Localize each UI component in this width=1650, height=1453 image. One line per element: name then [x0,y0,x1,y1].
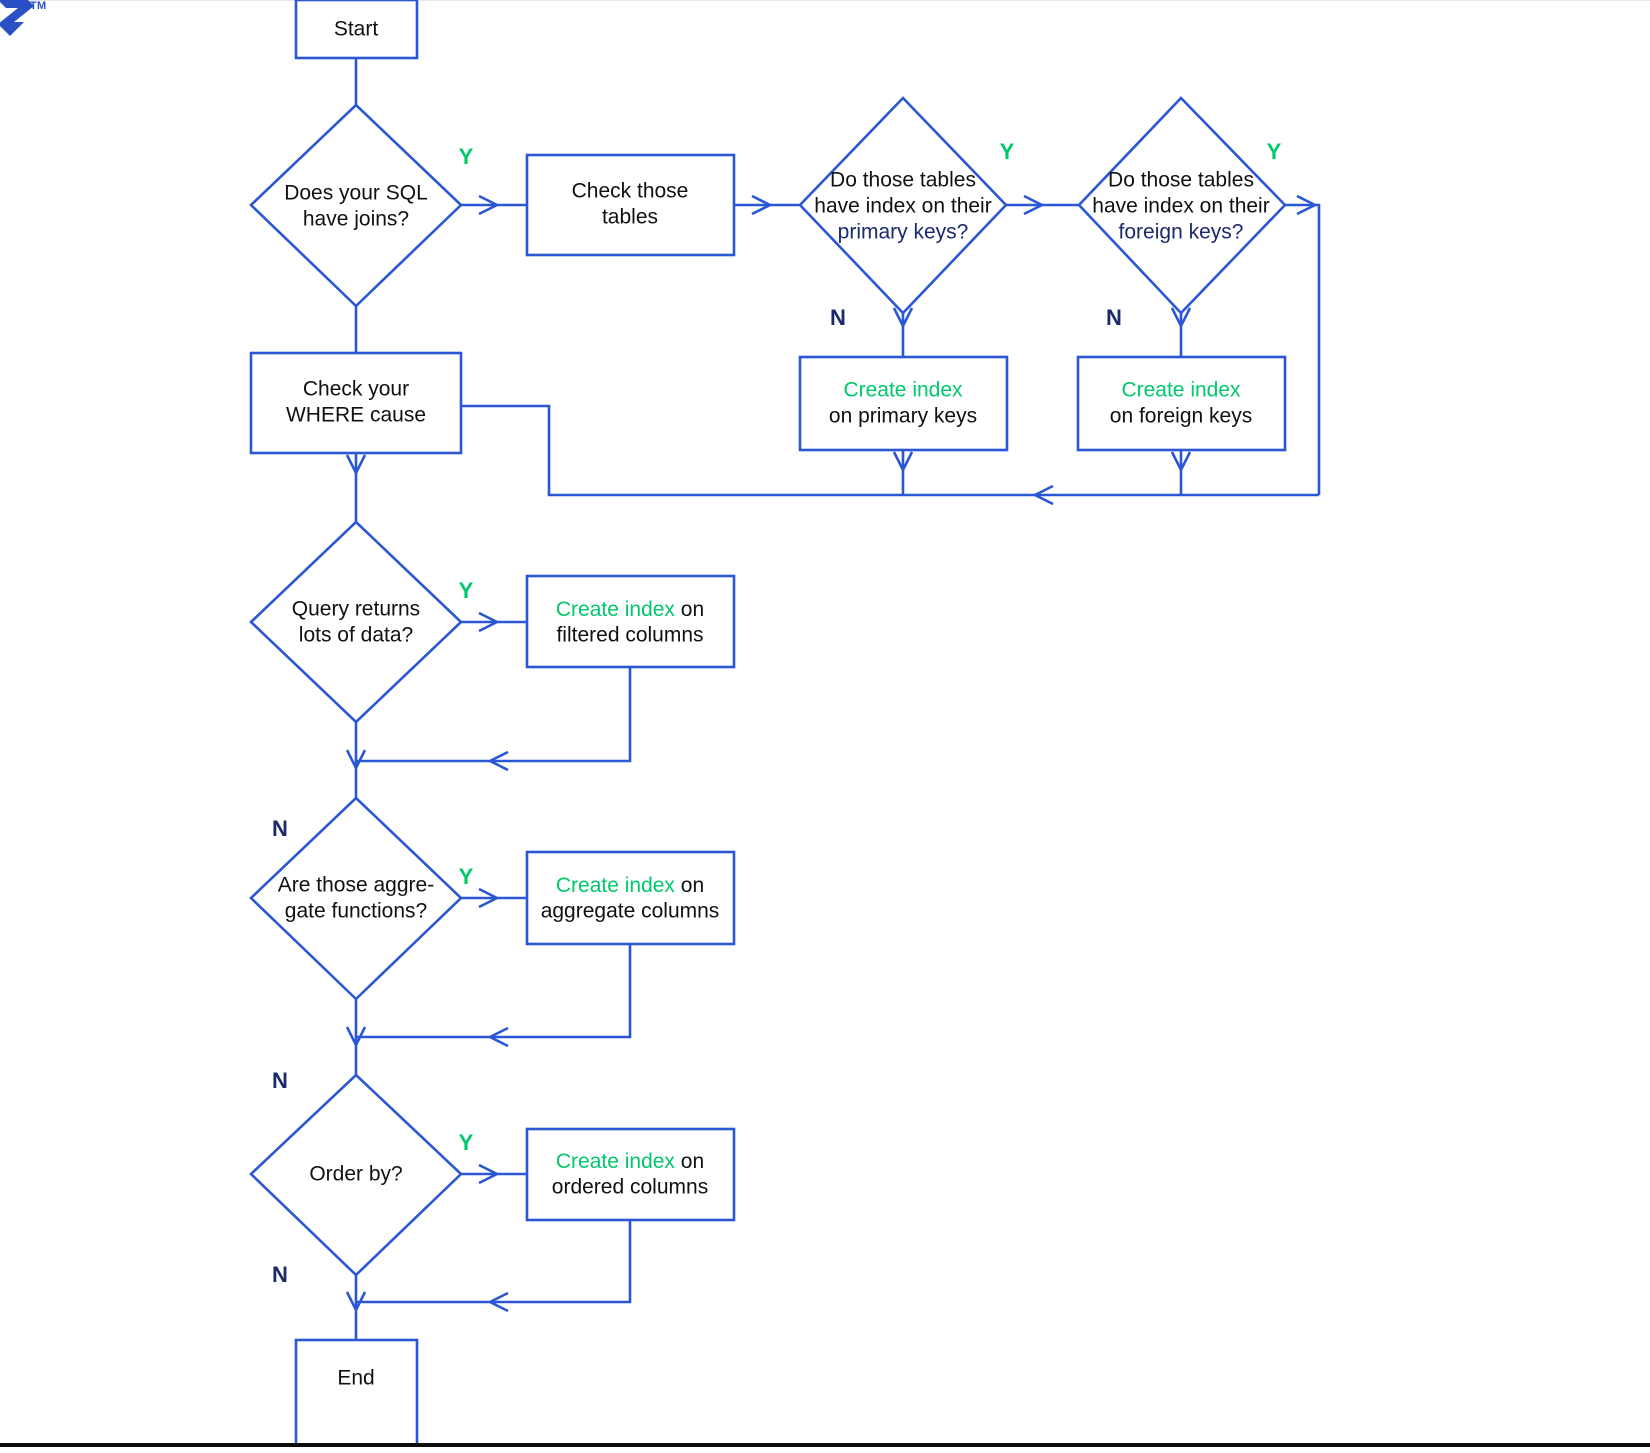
node-pk-line3: primary keys? [838,221,969,244]
node-fk-line3: foreign keys? [1119,221,1244,244]
edge-label-yes-lots-of-data: Y [459,578,474,603]
top-divider [0,0,1650,1]
edge-label-no-aggregate: N [272,1068,288,1093]
edge-create-filtered-to-spine [356,667,632,772]
edge-order-by-to-end [345,1275,367,1340]
edge-label-no-primary-keys: N [830,305,846,330]
node-aggregate-col-line1b: on [675,874,704,897]
node-create-fk-line2: on foreign keys [1110,405,1252,428]
svg-text:Create index on: Create index on [556,598,704,621]
node-filtered-line2: filtered columns [556,624,703,647]
node-pk-line1: Do those tables [830,169,976,192]
edge-create-ordered-to-spine [356,1220,632,1313]
node-query-returns-lots-of-data[interactable]: Query returns lots of data? [249,520,463,724]
node-create-index-primary-keys[interactable]: Create index on primary keys [798,355,1009,452]
node-aggregate-col-line2: aggregate columns [541,900,720,923]
edge-check-where-to-lots-of-data [345,453,367,522]
node-create-pk-line1: Create index [843,379,963,402]
node-ordered-line2: ordered columns [552,1176,708,1199]
trademark-symbol: TM [30,0,47,12]
node-start-label: Start [334,18,379,41]
node-check-where-clause[interactable]: Check your WHERE cause [249,351,463,455]
edge-label-no-order-by: N [272,1262,288,1287]
edge-create-pk-to-merge [892,450,914,495]
svg-text:Create index on: Create index on [556,874,704,897]
node-pk-line2: have index on their [814,195,991,218]
edge-create-fk-to-merge [1170,450,1192,495]
node-check-tables-line1: Check those [572,180,689,203]
node-order-by-line1: Order by? [309,1163,402,1186]
node-check-tables[interactable]: Check those tables [525,153,736,257]
node-check-where-line2: WHERE cause [286,404,426,427]
edge-pk-to-fk [1006,194,1079,216]
edge-label-yes-aggregate: Y [459,864,474,889]
node-check-where-line1: Check your [303,378,409,401]
edge-order-by-to-create-ordered [461,1163,527,1185]
edge-label-yes-foreign-keys: Y [1267,139,1282,164]
node-end-label: End [337,1367,374,1390]
edge-label-no-foreign-keys: N [1106,305,1122,330]
node-create-pk-line2: on primary keys [829,405,977,428]
node-order-by[interactable]: Order by? [249,1073,463,1277]
node-create-index-ordered-columns[interactable]: Create index on ordered columns [525,1127,736,1222]
node-ordered-line1a: Create index [556,1150,676,1173]
node-fk-line2: have index on their [1092,195,1269,218]
node-check-tables-line2: tables [602,206,658,229]
edge-label-yes-has-joins: Y [459,144,474,169]
bottom-divider [0,1443,1650,1447]
node-has-primary-key-index[interactable]: Do those tables have index on their prim… [798,96,1008,315]
node-aggregate-line2: gate functions? [285,900,427,923]
edge-aggregate-to-create-aggregate [461,887,527,909]
edge-lots-of-data-to-aggregate [345,722,367,798]
edge-aggregate-to-order-by [345,999,367,1075]
edge-label-no-lots-of-data: N [272,816,288,841]
node-filtered-line1a: Create index [556,598,676,621]
node-filtered-line1b: on [675,598,704,621]
edge-lots-of-data-to-create-filtered [461,611,527,633]
svg-text:Create index on: Create index on [556,1150,704,1173]
edge-label-yes-primary-keys: Y [1000,139,1015,164]
node-has-joins-line1: Does your SQL [284,182,428,205]
node-create-index-filtered-columns[interactable]: Create index on filtered columns [525,574,736,669]
node-create-index-foreign-keys[interactable]: Create index on foreign keys [1076,355,1287,452]
edge-create-aggregate-to-spine [356,944,632,1048]
chevron-logo-icon [0,0,60,48]
node-end[interactable]: End [294,1338,419,1447]
node-has-joins[interactable]: Does your SQL have joins? [249,103,463,308]
node-ordered-line1b: on [675,1150,704,1173]
node-aggregate-functions[interactable]: Are those aggre- gate functions? [249,796,463,1001]
node-lots-data-line1: Query returns [292,598,420,621]
node-create-index-aggregate-columns[interactable]: Create index on aggregate columns [525,850,736,946]
edge-merge-rail-to-check-where [461,404,1319,506]
edge-label-yes-order-by: Y [459,1130,474,1155]
node-aggregate-line1: Are those aggre- [278,874,434,897]
node-has-foreign-key-index[interactable]: Do those tables have index on their fore… [1077,96,1287,315]
edge-fk-yes-to-merge [1285,194,1321,495]
edge-has-joins-to-check-tables [461,194,527,216]
edge-check-tables-to-pk [734,194,800,216]
node-create-fk-line1: Create index [1121,379,1241,402]
node-fk-line1: Do those tables [1108,169,1254,192]
node-start[interactable]: Start [294,0,419,60]
node-aggregate-col-line1a: Create index [556,874,676,897]
node-has-joins-line2: have joins? [303,208,409,231]
node-lots-data-line2: lots of data? [299,624,413,647]
